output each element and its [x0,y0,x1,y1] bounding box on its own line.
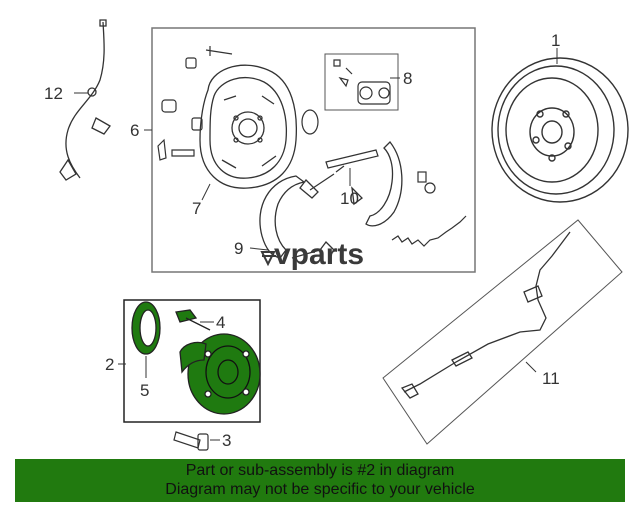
watermark-text: vparts [274,238,364,271]
notice-line-2: Diagram may not be specific to your vehi… [165,481,475,498]
notice-line-1: Part or sub-assembly is #2 in diagram [185,462,455,479]
callout-11: 11 [542,369,560,388]
hub-bearing-part[interactable] [131,301,261,415]
callout-12: 12 [44,84,63,103]
brake-line-part[interactable] [400,231,571,399]
callout-10: 10 [340,189,359,208]
wheel-cylinder-frame [324,53,399,111]
notice-banner: Part or sub-assembly is #2 in diagram Di… [15,459,625,502]
callout-2: 2 [105,355,114,374]
callout-9: 9 [234,239,243,258]
brake-assembly-frame [151,27,476,273]
callout-5: 5 [140,381,149,400]
brake-shoe-part[interactable] [259,141,403,259]
callout-6: 6 [130,121,139,140]
strut-spring-part[interactable] [309,149,467,247]
wheel-cylinder-part[interactable] [333,59,391,105]
callout-8: 8 [403,69,412,88]
watermark-logo: vparts [260,238,364,271]
backing-plate-part[interactable] [199,64,297,189]
callout-4: 4 [216,313,225,332]
hub-assembly-frame [123,299,261,423]
callout-3: 3 [222,431,231,450]
hub-bolt-part[interactable] [173,431,209,451]
adjuster-hardware-part[interactable] [157,46,233,161]
callout-7: 7 [192,199,201,218]
abs-sensor-part[interactable] [59,19,111,181]
brake-drum-part[interactable] [491,57,629,203]
brake-line-frame [382,219,623,445]
callout-1: 1 [551,31,560,50]
seal-ring-part[interactable] [301,109,319,135]
leader-lines [74,48,558,441]
